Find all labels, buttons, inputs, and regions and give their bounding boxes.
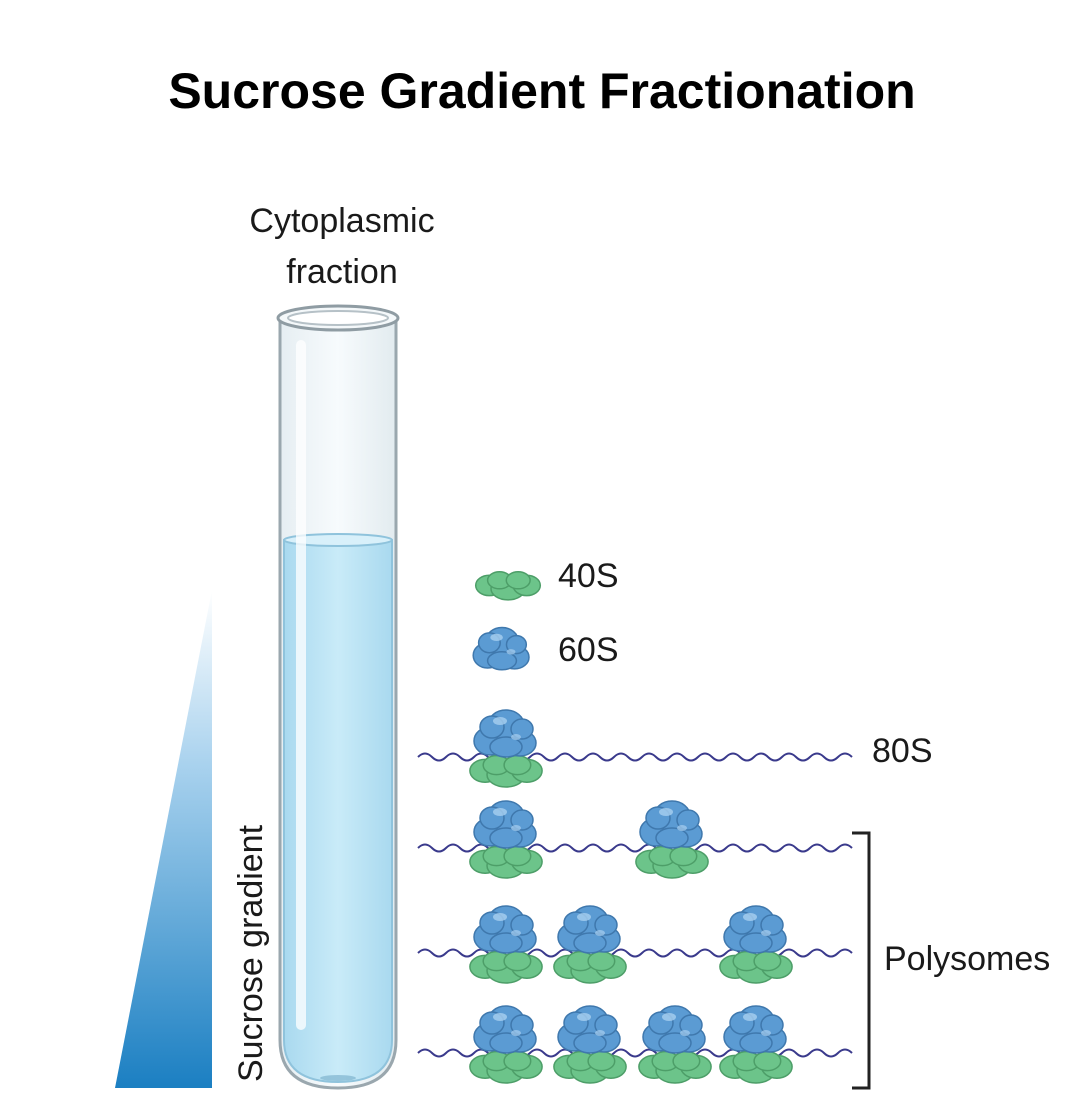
small-subunit <box>469 1050 543 1084</box>
large-subunit <box>723 905 787 954</box>
small-subunit <box>719 950 793 984</box>
label-40s: 40S <box>558 557 619 595</box>
polysome-row <box>417 1005 853 1084</box>
large-subunit <box>639 800 703 849</box>
ribosome-80s <box>553 1005 627 1084</box>
large-subunit <box>557 905 621 954</box>
large-subunit <box>473 709 537 758</box>
small-subunit <box>553 950 627 984</box>
cytoplasmic-label-line2: fraction <box>286 253 398 291</box>
small-subunit <box>553 1050 627 1084</box>
sucrose-gradient-wedge <box>115 590 212 1088</box>
small-subunit <box>469 754 543 788</box>
label-80s: 80S <box>872 732 933 770</box>
large-subunit <box>642 1005 706 1054</box>
ribosome-80s <box>469 1005 543 1084</box>
ribosome-80s <box>469 709 543 788</box>
ribosome-80s <box>719 905 793 984</box>
small-subunit <box>719 1050 793 1084</box>
ribosome-80s <box>638 1005 712 1084</box>
large-subunit <box>473 800 537 849</box>
large-subunit <box>723 1005 787 1054</box>
ribosome-80s <box>719 1005 793 1084</box>
ribosome-80s <box>469 800 543 879</box>
polysome-row <box>417 709 853 788</box>
large-subunit <box>473 1005 537 1054</box>
page-title: Sucrose Gradient Fractionation <box>168 63 916 119</box>
small-subunit <box>469 845 543 879</box>
label-polysomes: Polysomes <box>884 940 1050 978</box>
label-60s: 60S <box>558 631 619 669</box>
free-40s-subunit <box>474 571 542 601</box>
polysome-row <box>417 800 853 879</box>
test-tube <box>276 304 400 1090</box>
small-subunit <box>469 950 543 984</box>
small-subunit <box>635 845 709 879</box>
small-subunit <box>474 571 542 601</box>
free-60s-subunit <box>472 626 530 671</box>
polysome-rows <box>417 709 853 1084</box>
polysomes-bracket <box>852 831 871 1090</box>
ribosome-80s <box>553 905 627 984</box>
small-subunit <box>638 1050 712 1084</box>
cytoplasmic-label-line1: Cytoplasmic <box>249 202 434 240</box>
polysome-row <box>417 905 853 984</box>
large-subunit <box>557 1005 621 1054</box>
large-subunit <box>472 626 530 671</box>
ribosome-80s <box>469 905 543 984</box>
ribosome-80s <box>635 800 709 879</box>
large-subunit <box>473 905 537 954</box>
sucrose-gradient-label: Sucrose gradient <box>232 824 270 1082</box>
